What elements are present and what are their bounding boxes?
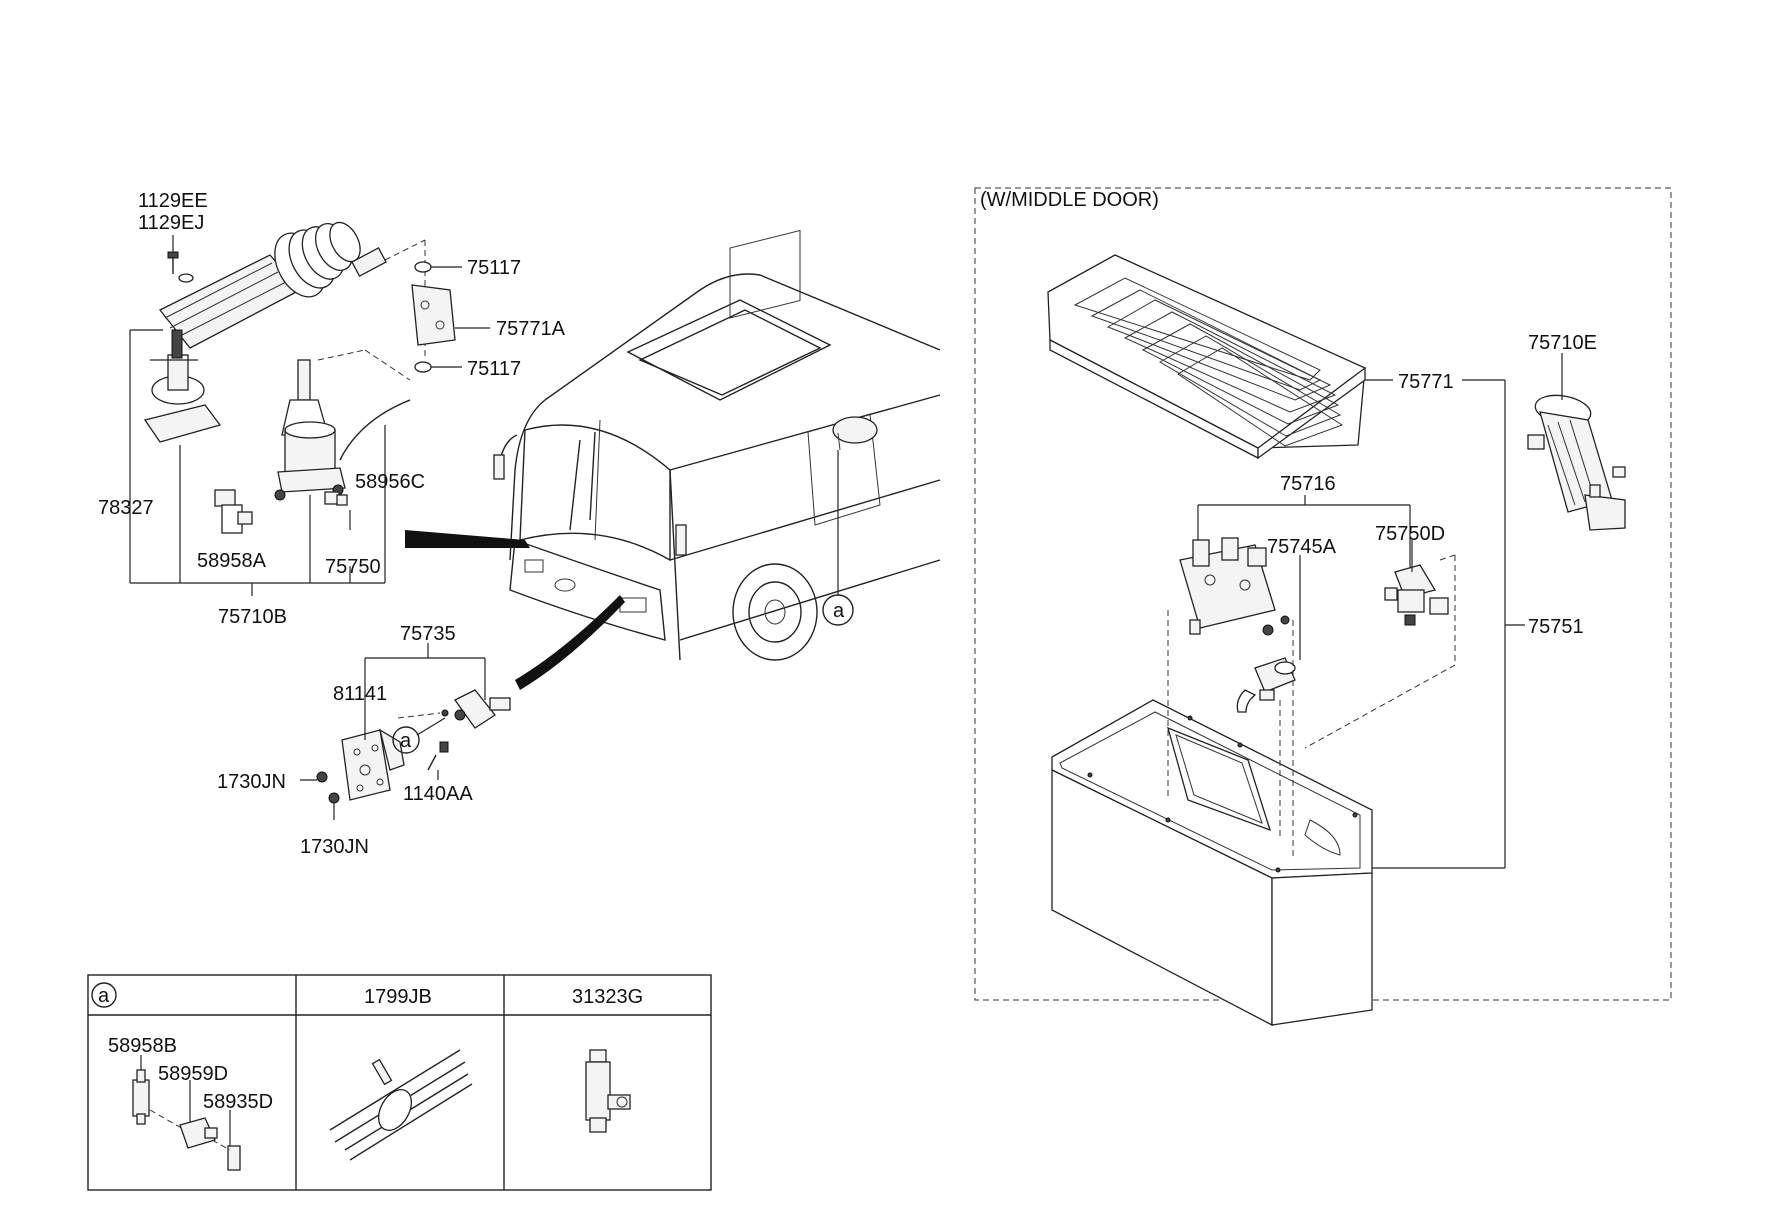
valve-75750d — [1384, 564, 1449, 626]
label-75750d: 75750D — [1375, 523, 1445, 545]
clip-1799jb-illustration — [329, 1049, 473, 1161]
label-75745a: 75745A — [1267, 536, 1337, 558]
cell-a-part-58958b: 58958B — [108, 1035, 177, 1057]
fitting-58958a — [214, 489, 253, 534]
label-75710b: 75710B — [218, 606, 287, 628]
callout-a-main: a — [400, 730, 412, 752]
valve-75750 — [274, 349, 411, 501]
label-1129ee: 1129EE — [138, 190, 208, 212]
table-header-31323g: 31323G — [572, 986, 643, 1008]
label-75117-top: 75117 — [467, 257, 521, 279]
valve-75716 — [1179, 537, 1290, 636]
table-header-1799jb: 1799JB — [364, 986, 432, 1008]
assembly-75710b — [129, 221, 490, 596]
table-header-a: a — [98, 985, 110, 1007]
tee-31323g-illustration — [585, 1049, 631, 1133]
cell-a-illustration — [132, 1055, 241, 1171]
table-header-a-circle — [91, 982, 117, 1008]
fitting-75745a — [1236, 657, 1296, 713]
cell-a-part-58959d: 58959D — [158, 1063, 228, 1085]
label-75117-bottom: 75117 — [467, 358, 521, 380]
actuator-cylinder — [143, 221, 426, 443]
label-58958a: 58958A — [197, 550, 267, 572]
middle-door-title: (W/MIDDLE DOOR) — [980, 189, 1159, 211]
cylinder-75710e — [1527, 394, 1626, 531]
label-75710e: 75710E — [1528, 332, 1597, 354]
bus-illustration: a — [405, 229, 941, 690]
fitting-75750 — [324, 491, 348, 506]
leader-lines-middle-door — [1167, 353, 1563, 869]
label-1140aa: 1140AA — [403, 783, 473, 805]
bracket-75771a — [411, 240, 456, 373]
label-58956c: 58956C — [355, 471, 425, 493]
assembly-75735: a — [300, 643, 511, 820]
step-plate-75771 — [1047, 254, 1366, 460]
label-75735: 75735 — [400, 623, 456, 645]
cell-a-part-58935d: 58935D — [203, 1091, 273, 1113]
label-75771a: 75771A — [496, 318, 566, 340]
box-housing-75751 — [1051, 699, 1373, 1027]
label-1730jn-upper: 1730JN — [217, 771, 286, 793]
label-1730jn-lower: 1730JN — [300, 836, 369, 858]
label-78327: 78327 — [98, 497, 154, 519]
label-75771: 75771 — [1398, 371, 1454, 393]
label-75716: 75716 — [1280, 473, 1336, 495]
callout-a-bus: a — [833, 600, 845, 622]
leader-lines-left — [129, 235, 490, 596]
middle-door-panel: (W/MIDDLE DOOR) — [974, 187, 1672, 1027]
label-81141: 81141 — [333, 683, 387, 705]
label-1129ej: 1129EJ — [138, 212, 204, 234]
parts-table: a 1799JB 31323G 58958B 58959D 58935D — [87, 974, 712, 1191]
label-75751: 75751 — [1528, 616, 1584, 638]
labels-left: 1129EE 1129EJ 75117 75771A 75117 58956C … — [98, 190, 566, 858]
label-75750: 75750 — [325, 556, 381, 578]
